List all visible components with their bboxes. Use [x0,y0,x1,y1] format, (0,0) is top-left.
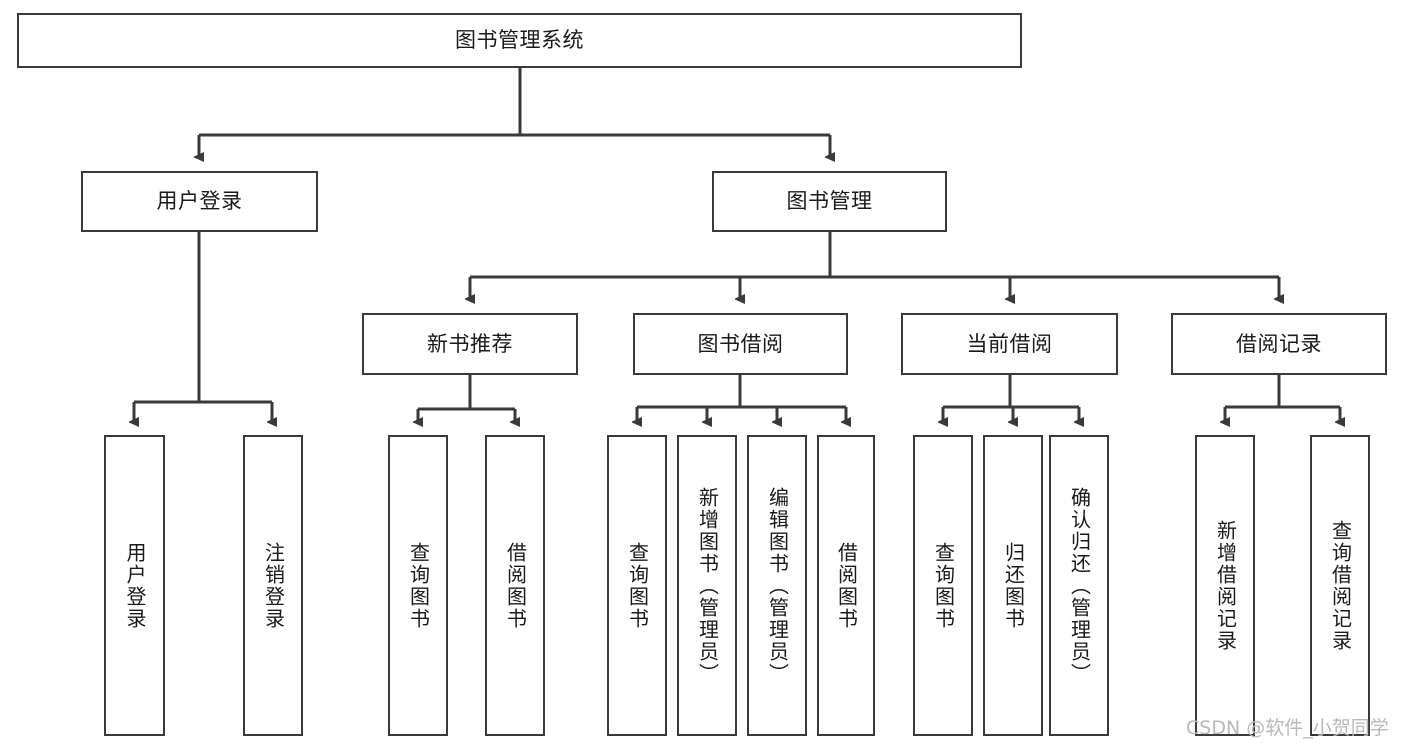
leaf-logout-label: 注销登录 [261,541,286,630]
node-user-login[interactable]: 用户登录 [81,171,318,232]
leaf-query-book-newbook[interactable]: 查询图书 [388,435,448,736]
leaf-query-book-current-label: 查询图书 [931,541,956,630]
leaf-return-book[interactable]: 归还图书 [983,435,1043,736]
node-new-book-recommend[interactable]: 新书推荐 [362,313,578,375]
leaf-confirm-return-admin[interactable]: 确认归还（管理员） [1049,435,1109,736]
node-borrow-record-label: 借阅记录 [1236,331,1322,356]
leaf-query-borrow-record[interactable]: 查询借阅记录 [1310,435,1370,736]
node-book-management[interactable]: 图书管理 [712,171,947,232]
leaf-confirm-return-admin-label: 确认归还（管理员） [1067,486,1092,685]
leaf-borrow-book-newbook[interactable]: 借阅图书 [485,435,545,736]
leaf-query-book-borrow[interactable]: 查询图书 [607,435,667,736]
node-current-borrow-label: 当前借阅 [966,331,1053,356]
leaf-add-borrow-record[interactable]: 新增借阅记录 [1195,435,1255,736]
node-current-borrow[interactable]: 当前借阅 [901,313,1118,375]
leaf-query-book-current[interactable]: 查询图书 [913,435,973,736]
node-root-label: 图书管理系统 [455,28,584,53]
leaf-logout[interactable]: 注销登录 [243,435,303,736]
leaf-borrow-book-newbook-label: 借阅图书 [503,541,528,630]
leaf-return-book-label: 归还图书 [1001,541,1026,630]
node-book-management-label: 图书管理 [786,189,873,214]
leaf-query-book-newbook-label: 查询图书 [406,541,431,630]
node-book-borrow[interactable]: 图书借阅 [633,313,848,375]
node-book-borrow-label: 图书借阅 [697,331,784,356]
leaf-query-book-borrow-label: 查询图书 [625,541,650,630]
leaf-user-login-label: 用户登录 [123,541,147,630]
leaf-borrow-book[interactable]: 借阅图书 [817,435,875,736]
leaf-query-borrow-record-label: 查询借阅记录 [1328,519,1353,652]
leaf-borrow-book-label: 借阅图书 [834,541,859,630]
node-new-book-recommend-label: 新书推荐 [427,331,513,356]
leaf-add-book-admin[interactable]: 新增图书（管理员） [677,435,737,736]
node-root[interactable]: 图书管理系统 [17,13,1022,68]
node-user-login-label: 用户登录 [156,189,243,214]
leaf-add-book-admin-label: 新增图书（管理员） [695,486,720,685]
csdn-watermark: CSDN @软件_小贺同学 [1186,717,1389,739]
leaf-add-borrow-record-label: 新增借阅记录 [1213,519,1238,652]
node-borrow-record[interactable]: 借阅记录 [1171,313,1387,375]
leaf-edit-book-admin[interactable]: 编辑图书（管理员） [747,435,807,736]
leaf-user-login[interactable]: 用户登录 [104,435,165,736]
leaf-edit-book-admin-label: 编辑图书（管理员） [765,486,790,685]
